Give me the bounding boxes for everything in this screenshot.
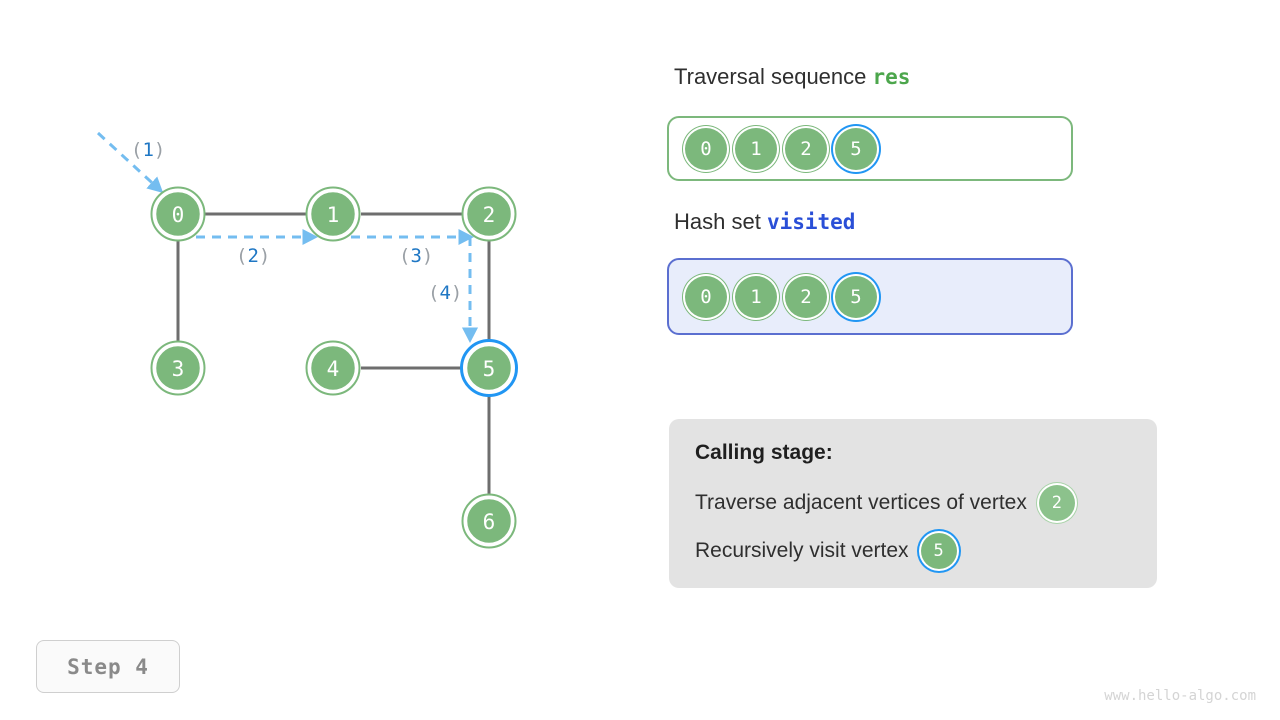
graph-vertex-4[interactable]: 4 (305, 340, 361, 396)
chip-label: 1 (750, 285, 762, 308)
calling-stage-chip-5[interactable]: 5 (920, 533, 957, 569)
step-badge: Step 4 (36, 640, 180, 693)
graph-edges (176, 212, 491, 494)
watermark: www.hello-algo.com (1104, 688, 1256, 704)
res-chip-2[interactable]: 2 (785, 127, 827, 170)
calling-stage-title: Calling stage: (695, 441, 833, 464)
label-num: 3 (410, 245, 421, 267)
traversal-label-3: (3) (399, 245, 433, 267)
visited-container: 0 1 2 5 (667, 258, 1073, 335)
right-panel: Traversal sequence res 0 1 2 5 Hash set … (640, 0, 1280, 720)
vertex-label: 1 (327, 203, 340, 227)
vertex-label: 4 (327, 357, 340, 381)
vertex-label: 3 (172, 357, 185, 381)
label-paren-open: ( (399, 245, 410, 267)
label-paren-close: ) (259, 245, 270, 267)
label-paren-close: ) (154, 139, 165, 161)
traversal-label-2: (2) (236, 245, 270, 267)
res-container: 0 1 2 5 (667, 116, 1073, 181)
visited-heading-text: Hash set (674, 209, 767, 234)
label-num: 2 (247, 245, 258, 267)
vertex-label: 6 (483, 510, 496, 534)
visited-code-token: visited (766, 210, 856, 234)
traversal-arrow-1 (96, 131, 164, 194)
vertex-label: 2 (483, 203, 496, 227)
chip-label: 0 (700, 285, 712, 308)
chip-label: 2 (1051, 493, 1062, 513)
visited-chip-3[interactable]: 5 (835, 275, 877, 318)
graph-panel: (1) (2) (3) (4) 0 1 (96, 131, 518, 549)
chip-label: 1 (750, 137, 762, 160)
watermark-text: www.hello-algo.com (1104, 688, 1256, 704)
res-heading-text: Traversal sequence (674, 64, 873, 89)
calling-stage-line-text: Recursively visit vertex (695, 539, 909, 562)
chip-label: 5 (933, 541, 944, 561)
visited-heading: Hash set visited (674, 209, 855, 235)
graph-vertex-0[interactable]: 0 (150, 186, 206, 242)
step-badge-label: Step 4 (67, 654, 149, 679)
res-chip-1[interactable]: 1 (735, 127, 777, 170)
graph-vertex-3[interactable]: 3 (150, 340, 206, 396)
calling-stage-line-1: Recursively visit vertex 5 (695, 533, 1131, 569)
res-heading: Traversal sequence res (674, 64, 910, 90)
label-paren-close: ) (451, 282, 462, 304)
label-paren-open: ( (131, 139, 142, 161)
graph-vertex-1[interactable]: 1 (305, 186, 361, 242)
calling-stage-card: Calling stage: Traverse adjacent vertice… (669, 419, 1157, 588)
label-paren-close: ) (422, 245, 433, 267)
graph-vertices: 0 1 2 3 4 (150, 186, 518, 549)
graph-vertex-6[interactable]: 6 (461, 493, 517, 549)
visited-chip-1[interactable]: 1 (735, 275, 777, 318)
graph-vertex-2[interactable]: 2 (461, 186, 517, 242)
chip-label: 2 (800, 137, 812, 160)
res-chip-0[interactable]: 0 (685, 127, 727, 170)
traversal-arrow-labels: (1) (2) (3) (4) (131, 139, 462, 304)
vertex-label: 0 (172, 203, 185, 227)
graph-vertex-5[interactable]: 5 (460, 339, 518, 397)
calling-stage-line-text: Traverse adjacent vertices of vertex (695, 491, 1027, 514)
vertex-label: 5 (483, 357, 496, 381)
label-num: 1 (142, 139, 153, 161)
traversal-arrows (96, 131, 479, 344)
chip-label: 0 (700, 137, 712, 160)
res-chip-3[interactable]: 5 (835, 127, 877, 170)
visited-chip-2[interactable]: 2 (785, 275, 827, 318)
label-paren-open: ( (236, 245, 247, 267)
chip-label: 5 (850, 285, 862, 308)
calling-stage-line-0: Traverse adjacent vertices of vertex 2 (695, 485, 1131, 521)
calling-stage-chip-2[interactable]: 2 (1038, 485, 1075, 521)
graph-canvas: (1) (2) (3) (4) 0 1 (96, 131, 518, 549)
label-paren-open: ( (428, 282, 439, 304)
chip-label: 2 (800, 285, 812, 308)
label-num: 4 (439, 282, 450, 304)
visited-chip-0[interactable]: 0 (685, 275, 727, 318)
traversal-label-1: (1) (131, 139, 165, 161)
traversal-label-4: (4) (428, 282, 462, 304)
chip-label: 5 (850, 137, 862, 160)
res-code-token: res (872, 65, 911, 89)
